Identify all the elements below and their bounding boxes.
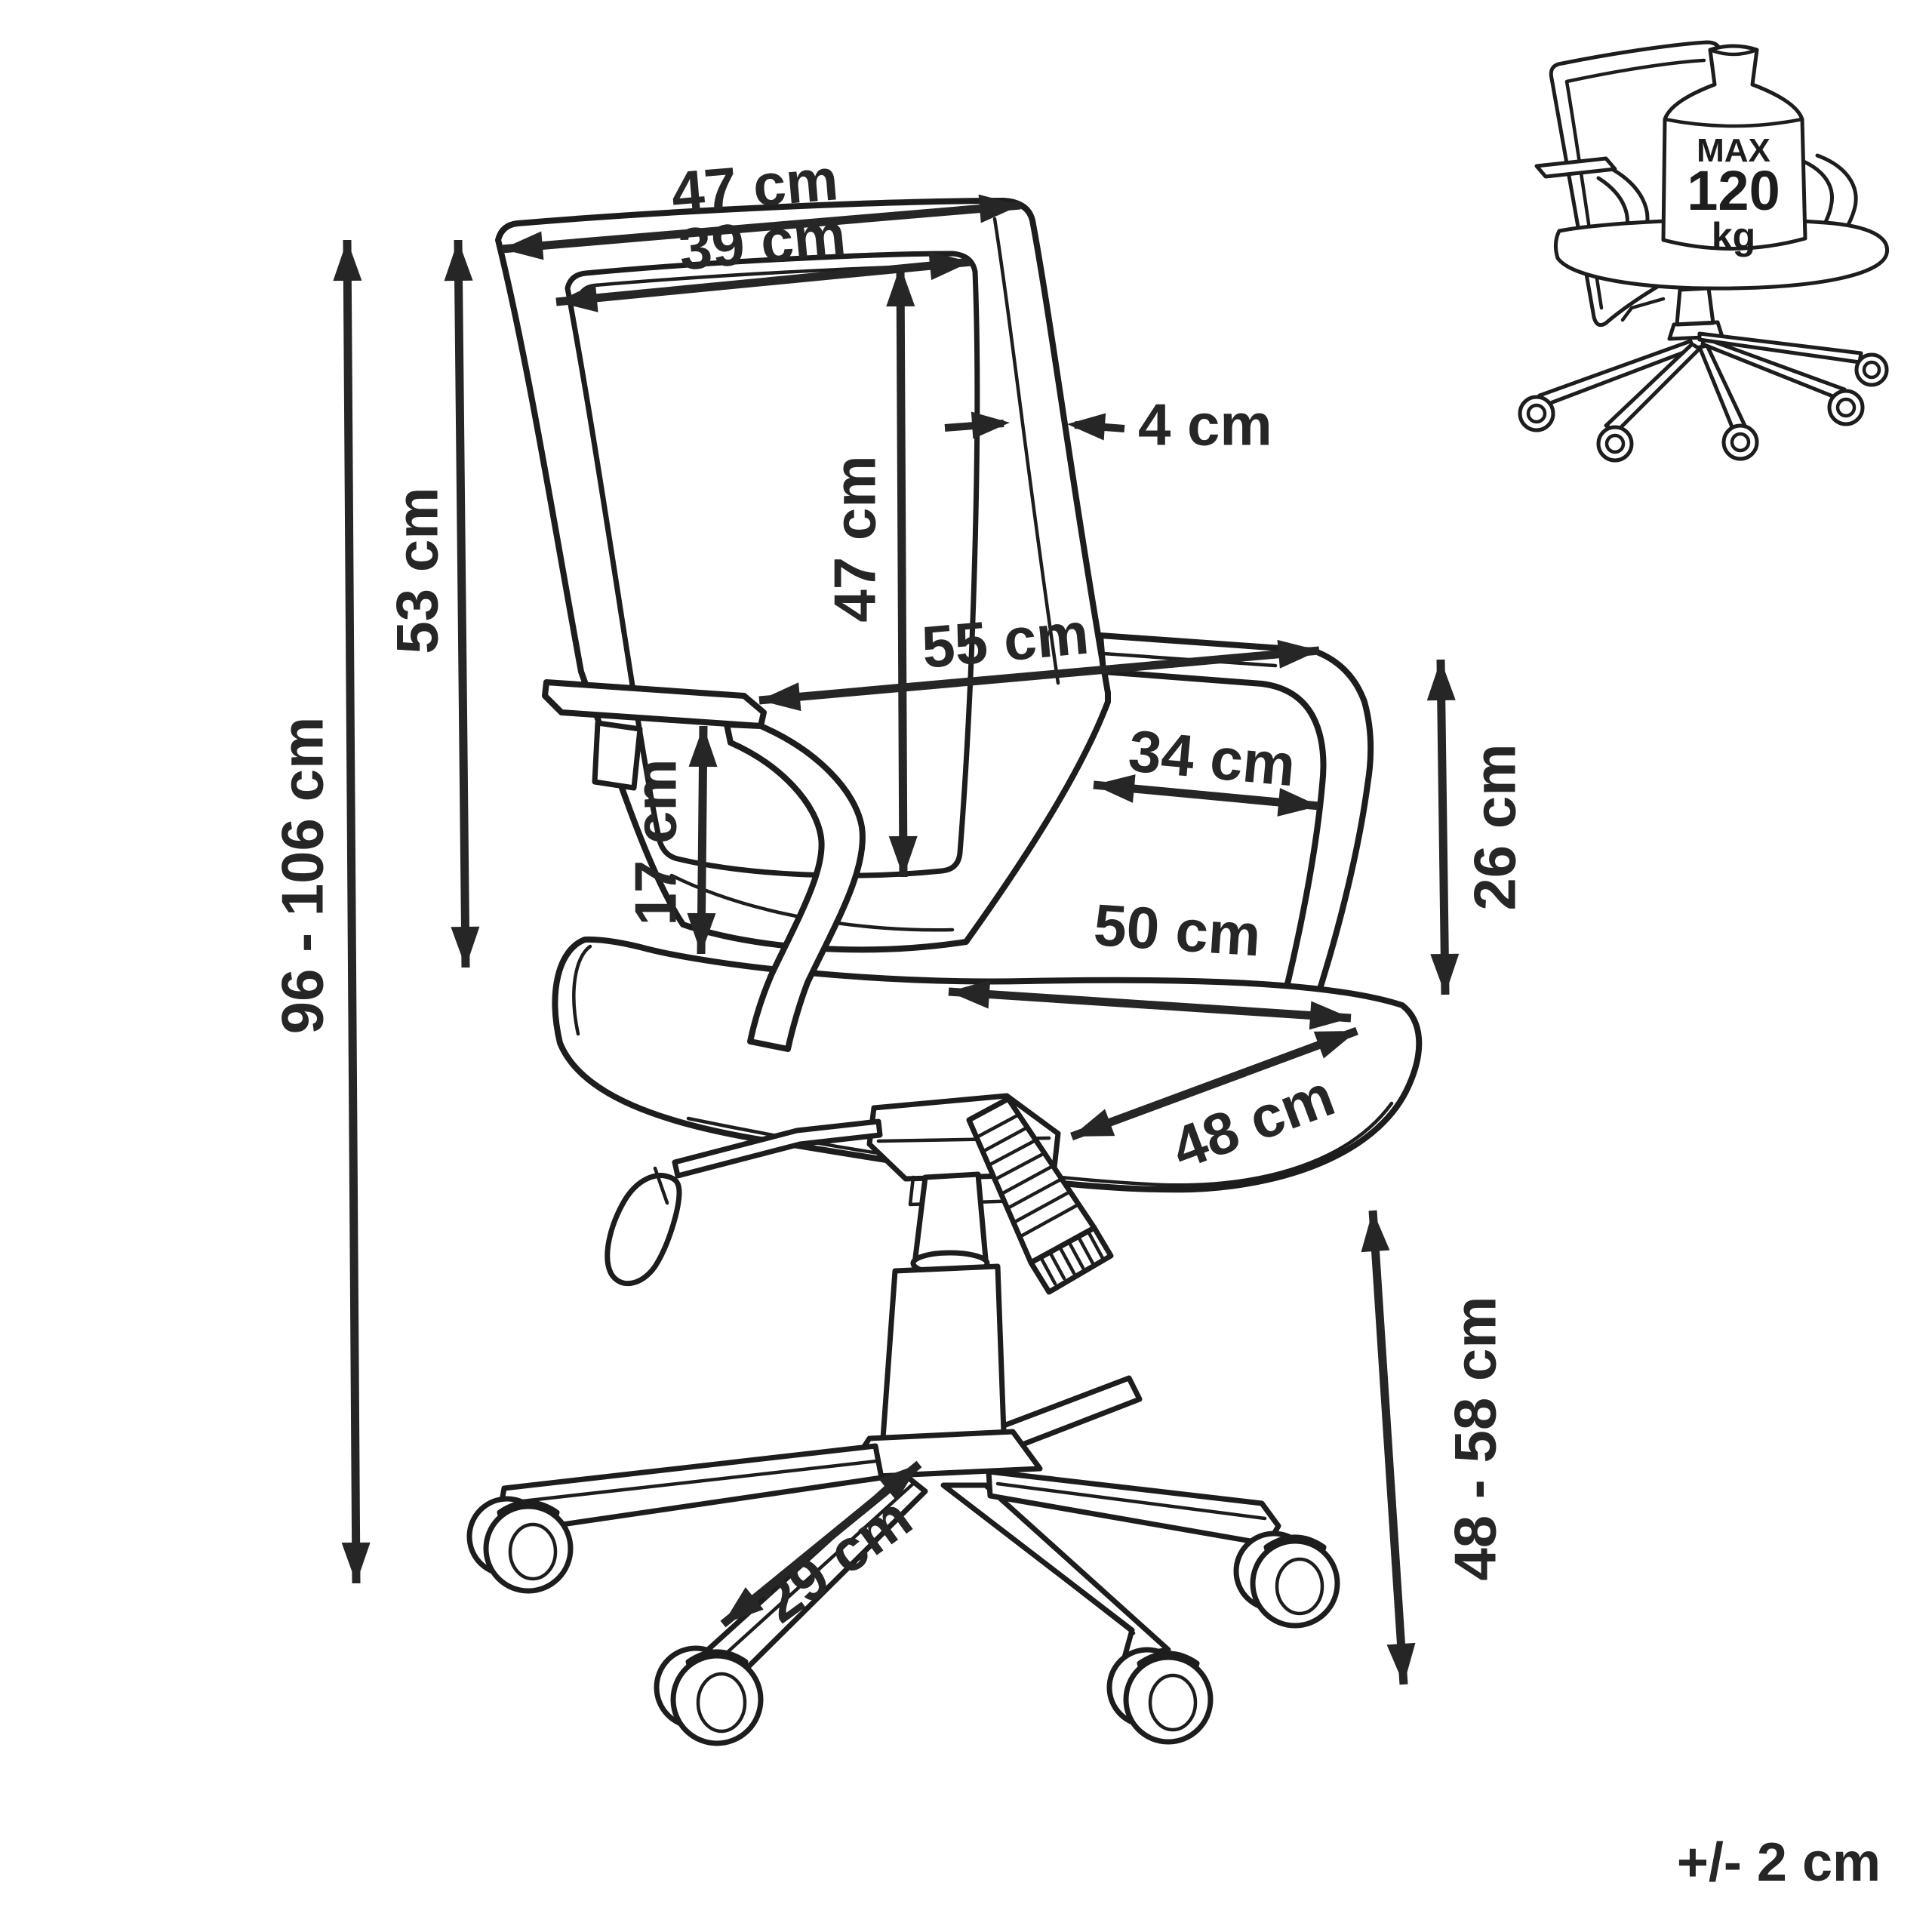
dimension-seat-depth xyxy=(948,980,1352,1030)
armrest-left-bracket xyxy=(592,720,643,791)
tilt-lever xyxy=(605,1118,883,1287)
base xyxy=(497,1171,1281,1684)
backrest-front-edge xyxy=(992,217,1060,685)
max-weight-line2: 120 xyxy=(1687,159,1780,222)
caster-front-center xyxy=(1106,1647,1214,1745)
dimension-top-width xyxy=(501,194,1021,260)
label-top-width: 47 cm xyxy=(669,146,841,226)
label-depth: 55 cm xyxy=(919,600,1091,681)
dimension-seat-width xyxy=(1070,1026,1358,1141)
gas-lift xyxy=(841,1171,1043,1481)
caster-front-right xyxy=(1233,1531,1340,1629)
max-weight-icon: MAX 120 kg xyxy=(1661,44,1807,257)
bellows-skirt-ribs xyxy=(1038,1229,1105,1286)
max-load-badge: MAX 120 kg xyxy=(1518,40,1890,463)
label-inner-depth: 34 cm xyxy=(1126,717,1298,798)
dimension-seat-height xyxy=(1361,1210,1416,1685)
dimension-base-leg xyxy=(720,1460,922,1628)
armrest-left xyxy=(542,679,866,1052)
label-base-leg: 29 cm xyxy=(749,1484,924,1635)
dimension-inner-height xyxy=(886,265,918,878)
thumb-gas-lift xyxy=(1667,286,1724,341)
lever-handle xyxy=(605,1173,682,1287)
dimension-armrest-clearance xyxy=(687,725,718,955)
label-seat-height: 48 - 58 cm xyxy=(1441,1296,1508,1580)
dimension-overall-height xyxy=(333,239,371,1584)
label-inner-height: 47 cm xyxy=(821,455,888,622)
max-weight-line3: kg xyxy=(1712,215,1755,257)
label-seat-depth: 50 cm xyxy=(1092,891,1263,968)
caster-front-left xyxy=(654,1645,764,1746)
label-backrest-height: 53 cm xyxy=(383,487,450,654)
thumb-base xyxy=(1518,331,1889,463)
thumb-casters xyxy=(1518,352,1889,463)
dimension-depth xyxy=(758,639,1320,712)
label-armrest-clearance: 17 cm xyxy=(622,758,688,925)
casters xyxy=(466,1496,1340,1746)
max-weight-line1: MAX xyxy=(1697,132,1770,169)
backrest xyxy=(495,198,1111,953)
dimension-backrest-thickness xyxy=(944,411,1125,441)
seat-bolster-crease xyxy=(572,944,592,1036)
dimension-inner-depth xyxy=(1093,774,1320,817)
label-overall-height: 96 - 106 cm xyxy=(269,717,335,1035)
label-inner-width: 39 cm xyxy=(676,201,849,283)
armrest-left-support xyxy=(724,721,866,1052)
tolerance-note: +/- 2 cm xyxy=(1677,1832,1881,1893)
max-weight-labels: MAX 120 kg xyxy=(1687,132,1780,257)
label-backrest-thickness: 4 cm xyxy=(1138,391,1272,457)
label-armrest-height: 26 cm xyxy=(1461,743,1527,910)
dimension-backrest-height xyxy=(444,239,480,968)
main-chair xyxy=(466,198,1423,1746)
thumb-lever xyxy=(1620,297,1666,322)
dimension-armrest-height xyxy=(1426,659,1460,995)
caster-back-left xyxy=(466,1496,574,1594)
bellows xyxy=(966,1096,1114,1295)
bellows-ribs xyxy=(974,1112,1081,1239)
